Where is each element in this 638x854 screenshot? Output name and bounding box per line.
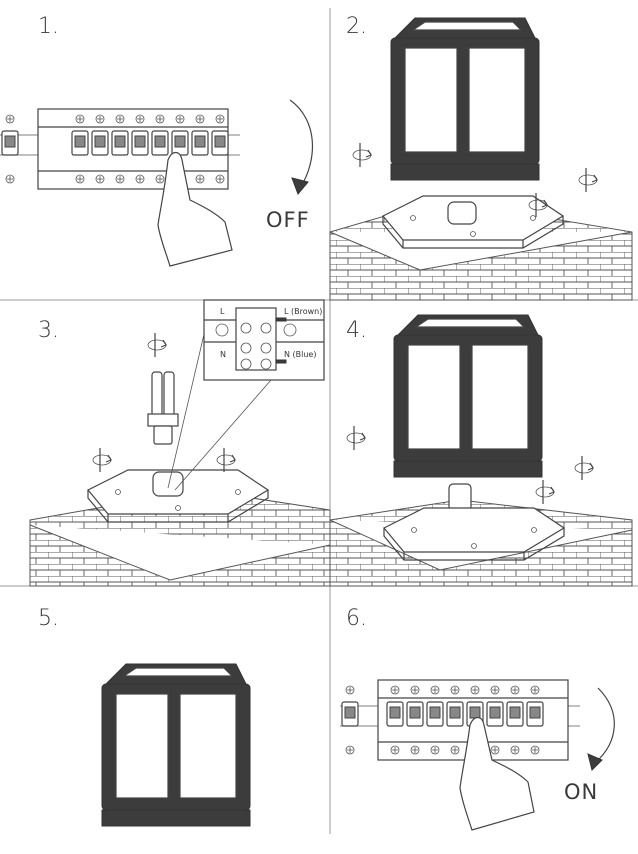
step5-lamp	[101, 663, 251, 827]
step4-base-plate	[383, 507, 565, 561]
on-label: ON	[564, 780, 599, 804]
step3-bulb-icon	[147, 371, 179, 445]
step3-base-plate	[87, 469, 269, 523]
step1-off-arrow-icon	[289, 99, 314, 189]
wiring-left-l: L	[220, 307, 225, 316]
step4-number: 4.	[346, 318, 367, 343]
step3-number: 3.	[38, 318, 59, 343]
step3-rotate-right-icon	[216, 447, 236, 473]
step1-breaker-panel	[0, 108, 241, 190]
step4-screw-right-icon	[574, 455, 594, 481]
step5-number: 5.	[38, 606, 59, 631]
step2-lamp	[390, 17, 540, 181]
step4-screw-left-icon	[346, 425, 366, 451]
step4-lamp	[393, 314, 543, 478]
step6-hand-icon	[459, 716, 535, 831]
step1-hand-icon	[157, 151, 233, 267]
step1-number: 1.	[38, 14, 59, 39]
step3-rotate-left-icon	[92, 447, 112, 473]
step2-number: 2.	[346, 14, 367, 39]
step6-number: 6.	[346, 606, 367, 631]
step2-screw-right-icon	[578, 167, 598, 193]
wiring-right-n: N (Blue)	[284, 350, 317, 359]
wiring-right-l: L (Brown)	[284, 307, 323, 316]
wiring-inset	[203, 299, 325, 381]
step4-screw-mid-icon	[535, 479, 555, 505]
step6-breaker-panel	[339, 679, 581, 761]
step2-screw-left-icon	[352, 142, 372, 168]
step3-rotate-top-icon	[147, 332, 167, 358]
step2-base-plate	[382, 195, 564, 249]
wiring-left-n: N	[220, 350, 226, 359]
step6-on-arrow-icon	[595, 687, 615, 763]
off-label: OFF	[266, 208, 310, 232]
